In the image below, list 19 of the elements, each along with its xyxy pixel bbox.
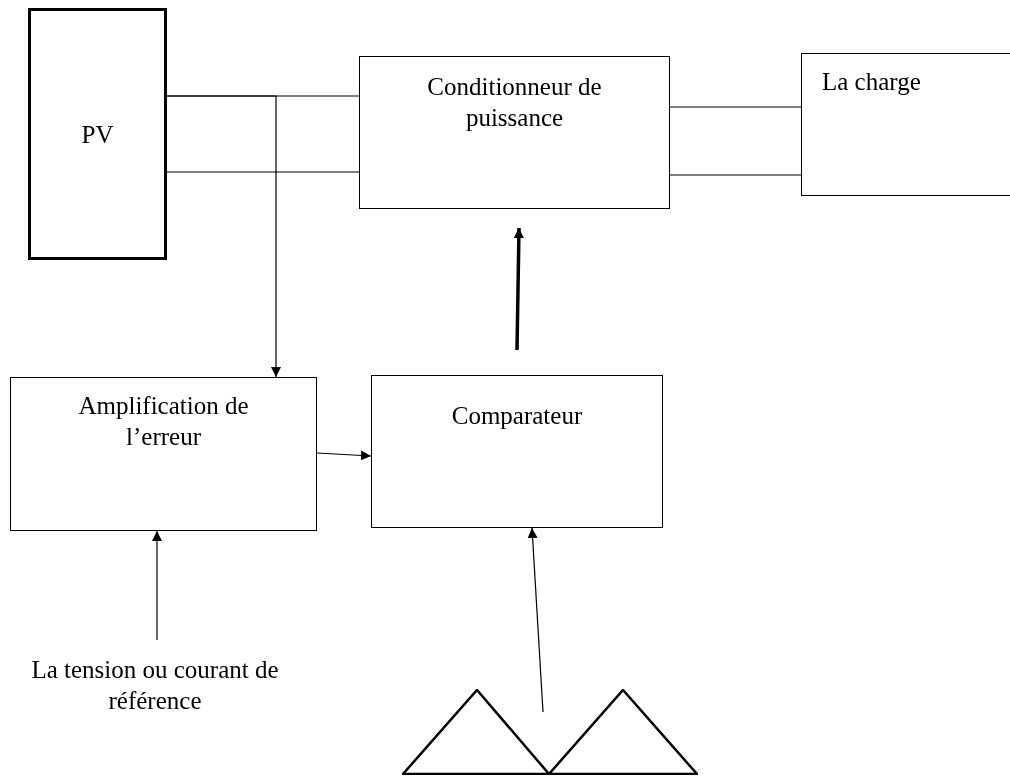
connector-line (669, 174, 802, 176)
arrow (527, 527, 544, 713)
connector-line (669, 106, 802, 108)
block-box (28, 8, 167, 260)
block-box (359, 56, 670, 209)
block-label: La charge (822, 67, 922, 97)
block-box (10, 377, 317, 531)
block-label: Amplification de l’erreur (77, 391, 250, 452)
block-label: La tension ou courant de référence (30, 655, 280, 716)
block-label: Conditionneur de puissance (426, 72, 603, 133)
block-label: Comparateur (450, 401, 584, 431)
arrow (166, 95, 281, 378)
arrow (316, 450, 372, 461)
arrow (152, 530, 162, 641)
arrow (513, 227, 524, 351)
block-label: PV (81, 119, 114, 150)
block-box (801, 53, 1010, 196)
connector-line (166, 171, 360, 173)
block-box (371, 375, 663, 528)
